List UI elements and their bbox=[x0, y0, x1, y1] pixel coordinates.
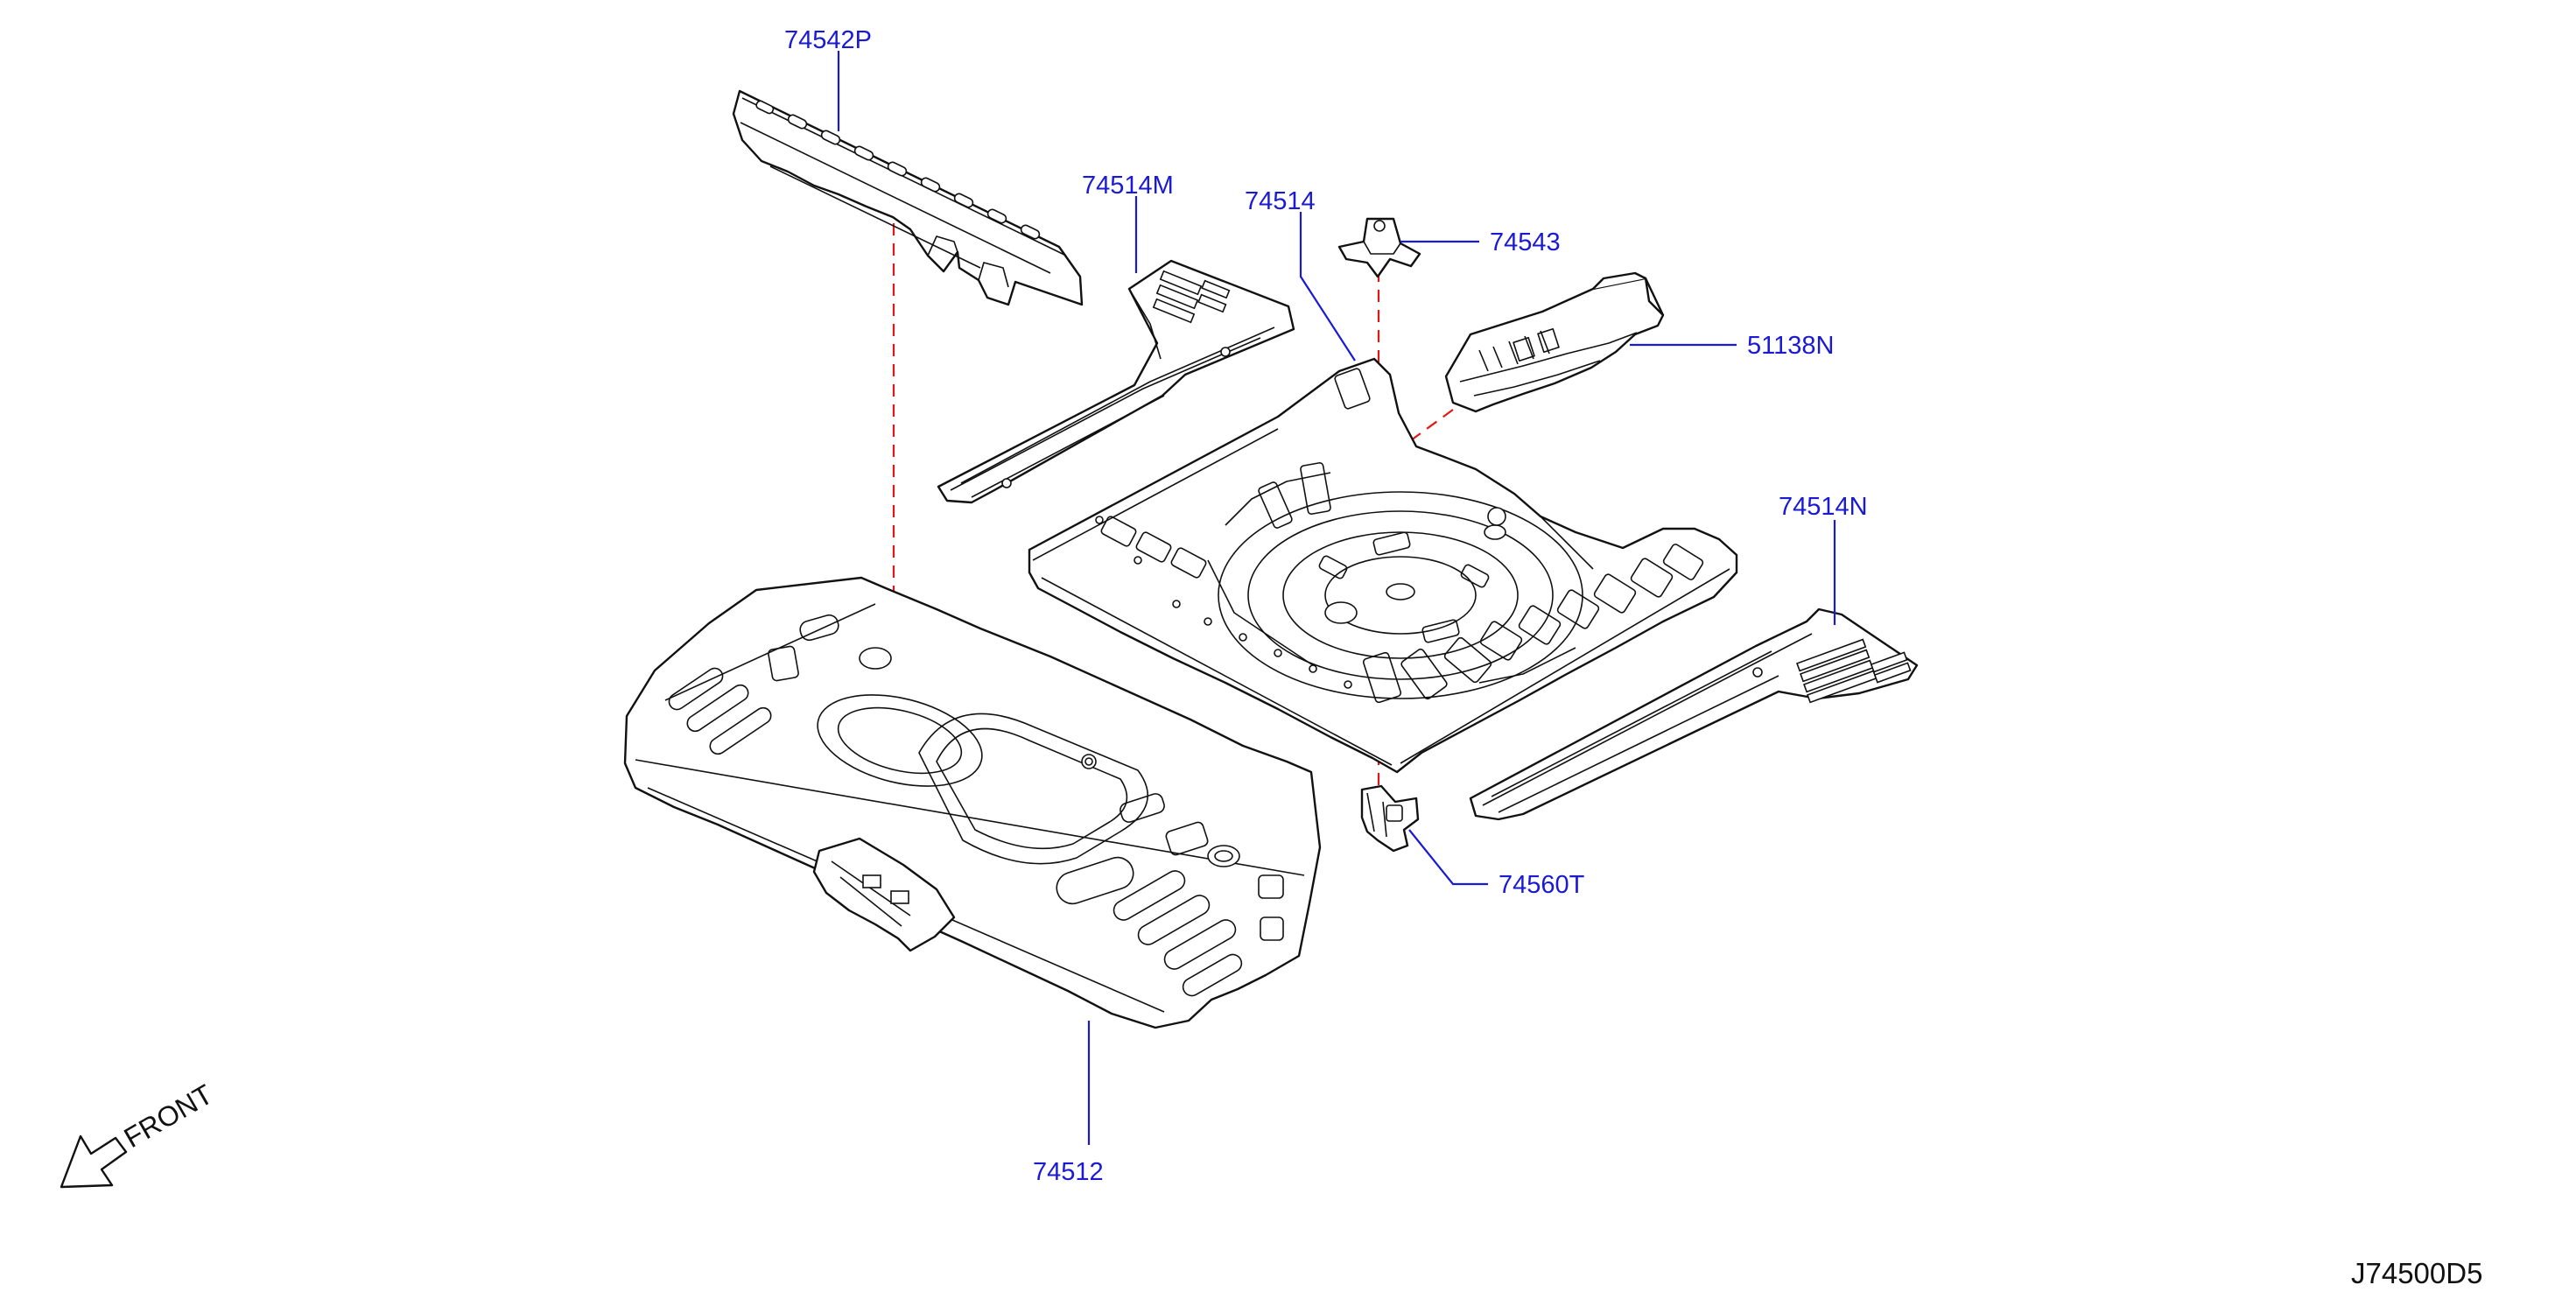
crossmember-drawing bbox=[732, 89, 1084, 306]
rear-floor-rear-drawing bbox=[1028, 357, 1738, 774]
part-label-crossmember: 74542P bbox=[784, 26, 872, 54]
rear-floor-side-rh-drawing bbox=[1469, 607, 1919, 821]
rear-floor-side-lh-drawing bbox=[937, 259, 1295, 504]
part-label-side-rh: 74514N bbox=[1779, 493, 1868, 521]
bracket-drawing bbox=[1337, 217, 1421, 278]
leader-hook bbox=[1408, 829, 1488, 886]
front-arrow-icon bbox=[60, 1134, 128, 1189]
tank-cover-drawing bbox=[1444, 271, 1665, 413]
rear-floor-front-drawing bbox=[623, 576, 1322, 1029]
part-label-rear-floor-rear: 74514 bbox=[1245, 187, 1316, 215]
front-label: FRONT bbox=[119, 1078, 218, 1154]
slot-icon bbox=[755, 100, 775, 115]
leader-lines bbox=[837, 51, 1836, 1145]
assembly-line-tank-cover bbox=[1378, 409, 1454, 465]
part-labels: 74542P 74514M 74514 74543 51138N 74514N … bbox=[784, 26, 1868, 1186]
part-label-tank-cover: 51138N bbox=[1747, 332, 1834, 360]
part-label-side-lh: 74514M bbox=[1082, 172, 1174, 200]
part-label-bracket: 74543 bbox=[1490, 228, 1561, 256]
part-label-hook: 74560T bbox=[1499, 871, 1585, 899]
front-orientation: FRONT bbox=[60, 1078, 218, 1189]
drawing-code: J74500D5 bbox=[2351, 1257, 2482, 1289]
hook-drawing bbox=[1360, 784, 1420, 853]
leader-rear-floor-rear bbox=[1299, 212, 1356, 362]
part-label-rear-floor-front: 74512 bbox=[1033, 1158, 1104, 1186]
